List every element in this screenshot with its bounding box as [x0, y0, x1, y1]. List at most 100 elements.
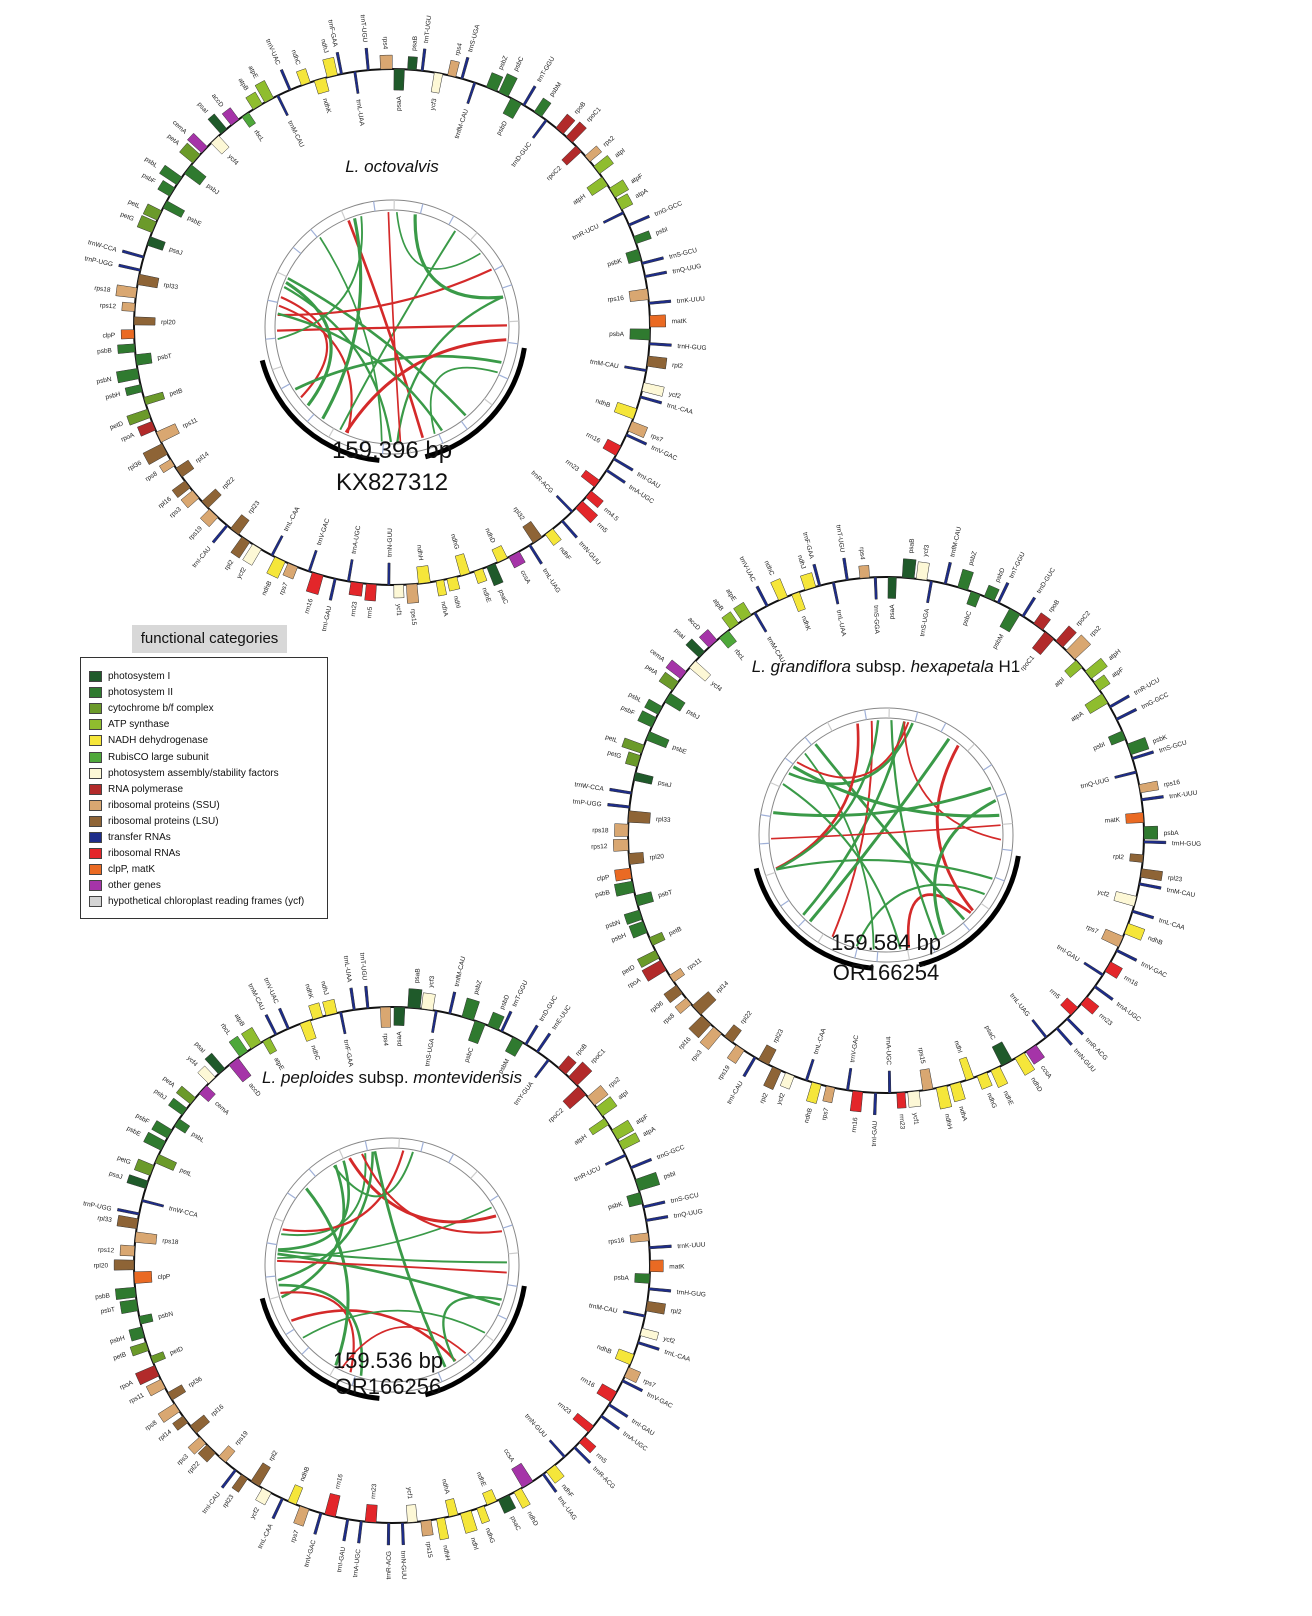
- gene-label: psaA: [889, 604, 896, 620]
- gene-block: [210, 135, 230, 155]
- gene-label: trnA-UGC: [627, 484, 655, 506]
- legend-swatch: [89, 832, 102, 843]
- gene-block: [685, 638, 705, 658]
- gene-block: [791, 591, 806, 613]
- gene-label: psbT: [100, 1306, 115, 1315]
- gene-label: trnfM-CAU: [949, 526, 963, 558]
- gene-label: trnW-CCA: [87, 239, 118, 254]
- gene-block: [293, 1505, 310, 1527]
- gene-label: ndhD: [483, 527, 496, 544]
- gene-label: trnH-GUG: [1172, 840, 1201, 848]
- gene-block: [1065, 634, 1092, 660]
- gene-block: [648, 931, 666, 946]
- gene-block: [242, 543, 262, 566]
- gene-block: [476, 1505, 491, 1524]
- legend-item: ribosomal proteins (SSU): [89, 799, 220, 812]
- gene-block: [623, 909, 643, 925]
- legend-swatch: [89, 767, 102, 779]
- gene-block: [531, 119, 548, 139]
- ring-tick: [267, 299, 278, 303]
- gene-label: psaC: [983, 1025, 996, 1042]
- gene-label: trnR-ACG: [385, 1551, 392, 1580]
- gene-block: [154, 1153, 178, 1171]
- gene-block: [126, 408, 151, 426]
- gene-label: rps19: [187, 525, 204, 542]
- repeat-chord: [804, 752, 875, 950]
- gene-label: trnT-GGU: [1008, 551, 1027, 580]
- gene-label: psbL: [627, 691, 643, 704]
- gene-block: [565, 121, 587, 143]
- gene-block: [162, 200, 186, 218]
- gene-block: [198, 1085, 216, 1103]
- ring-tick: [469, 232, 478, 241]
- gene-label: trnI-GAU: [636, 471, 662, 490]
- gene-label: trnH-GUG: [676, 1289, 706, 1299]
- legend-label: NADH dehydrogenase: [108, 735, 209, 747]
- gene-label: rps11: [128, 1392, 146, 1406]
- legend-label: hypothetical chloroplast reading frames …: [108, 896, 305, 908]
- legend-label: transfer RNAs: [108, 832, 171, 843]
- gene-label: rpl14: [195, 451, 211, 465]
- gene-block: [207, 113, 228, 135]
- legend-label: ribosomal proteins (SSU): [108, 799, 220, 811]
- ring-tick: [372, 201, 376, 212]
- gene-label: atpE: [724, 588, 737, 604]
- repeat-chord: [773, 786, 992, 818]
- inner-ring-inner: [274, 1147, 510, 1383]
- gene-label: trnT-GGU: [536, 55, 557, 83]
- gene-block: [168, 1097, 188, 1116]
- gene-block: [658, 671, 679, 691]
- gene-label: trnN-GUU: [577, 540, 602, 567]
- gene-label: trnL-UAG: [1008, 992, 1031, 1018]
- gene-block: [279, 68, 292, 91]
- ring-tick: [489, 1195, 499, 1202]
- ring-tick: [448, 215, 455, 226]
- ring-tick: [280, 383, 291, 390]
- gene-block: [639, 395, 663, 405]
- gene-block: [648, 1287, 672, 1293]
- gene-block: [133, 316, 156, 326]
- gene-block: [546, 1464, 565, 1484]
- gene-block: [282, 562, 298, 580]
- gene-block: [548, 1439, 566, 1458]
- gene-label: atpH: [1107, 648, 1122, 662]
- gene-label: psaI: [196, 101, 209, 115]
- gene-label: psbZ: [497, 55, 509, 71]
- gene-block: [858, 565, 870, 579]
- gene-block: [688, 1015, 712, 1039]
- gene-label: psbD: [499, 994, 512, 1011]
- gene-label: trnI-GAU: [336, 1546, 347, 1573]
- gene-block: [896, 1092, 907, 1109]
- gene-block: [1140, 868, 1163, 881]
- gene-label: trnV-UAC: [738, 556, 757, 584]
- gene-block: [674, 997, 692, 1015]
- gene-label: ndhK: [800, 615, 812, 632]
- gene-label: trnI-CAU: [191, 545, 213, 569]
- repeat-chord: [277, 216, 363, 341]
- gene-label: psbF: [134, 1112, 150, 1125]
- repeat-chord: [277, 1151, 374, 1282]
- gene-label: rpl22: [186, 1460, 201, 1475]
- gene-label: trnfM-CAU: [454, 108, 471, 140]
- repeat-chord: [283, 285, 393, 443]
- gene-block: [141, 1199, 165, 1208]
- gene-label: psbH: [611, 932, 628, 944]
- gene-block: [1104, 961, 1123, 979]
- gene-label: accD: [247, 1082, 262, 1098]
- gene-block: [393, 584, 405, 599]
- repeat-chord: [373, 1151, 447, 1368]
- gene-label: rpl36: [127, 459, 143, 472]
- gene-block: [184, 164, 207, 186]
- gene-label: ndhJ: [319, 980, 329, 995]
- gene-block: [612, 838, 629, 852]
- ring-tick: [467, 1353, 475, 1362]
- gene-block: [129, 1341, 149, 1357]
- gene-block: [733, 601, 752, 622]
- gene-block: [348, 581, 364, 597]
- gene-label: ycf1: [405, 1487, 413, 1500]
- legend-label: photosystem assembly/stability factors: [108, 767, 279, 779]
- gene-label: trnW-CCA: [168, 1205, 199, 1219]
- gene-label: ndhA: [439, 601, 449, 618]
- inner-ring-inner: [768, 717, 1004, 953]
